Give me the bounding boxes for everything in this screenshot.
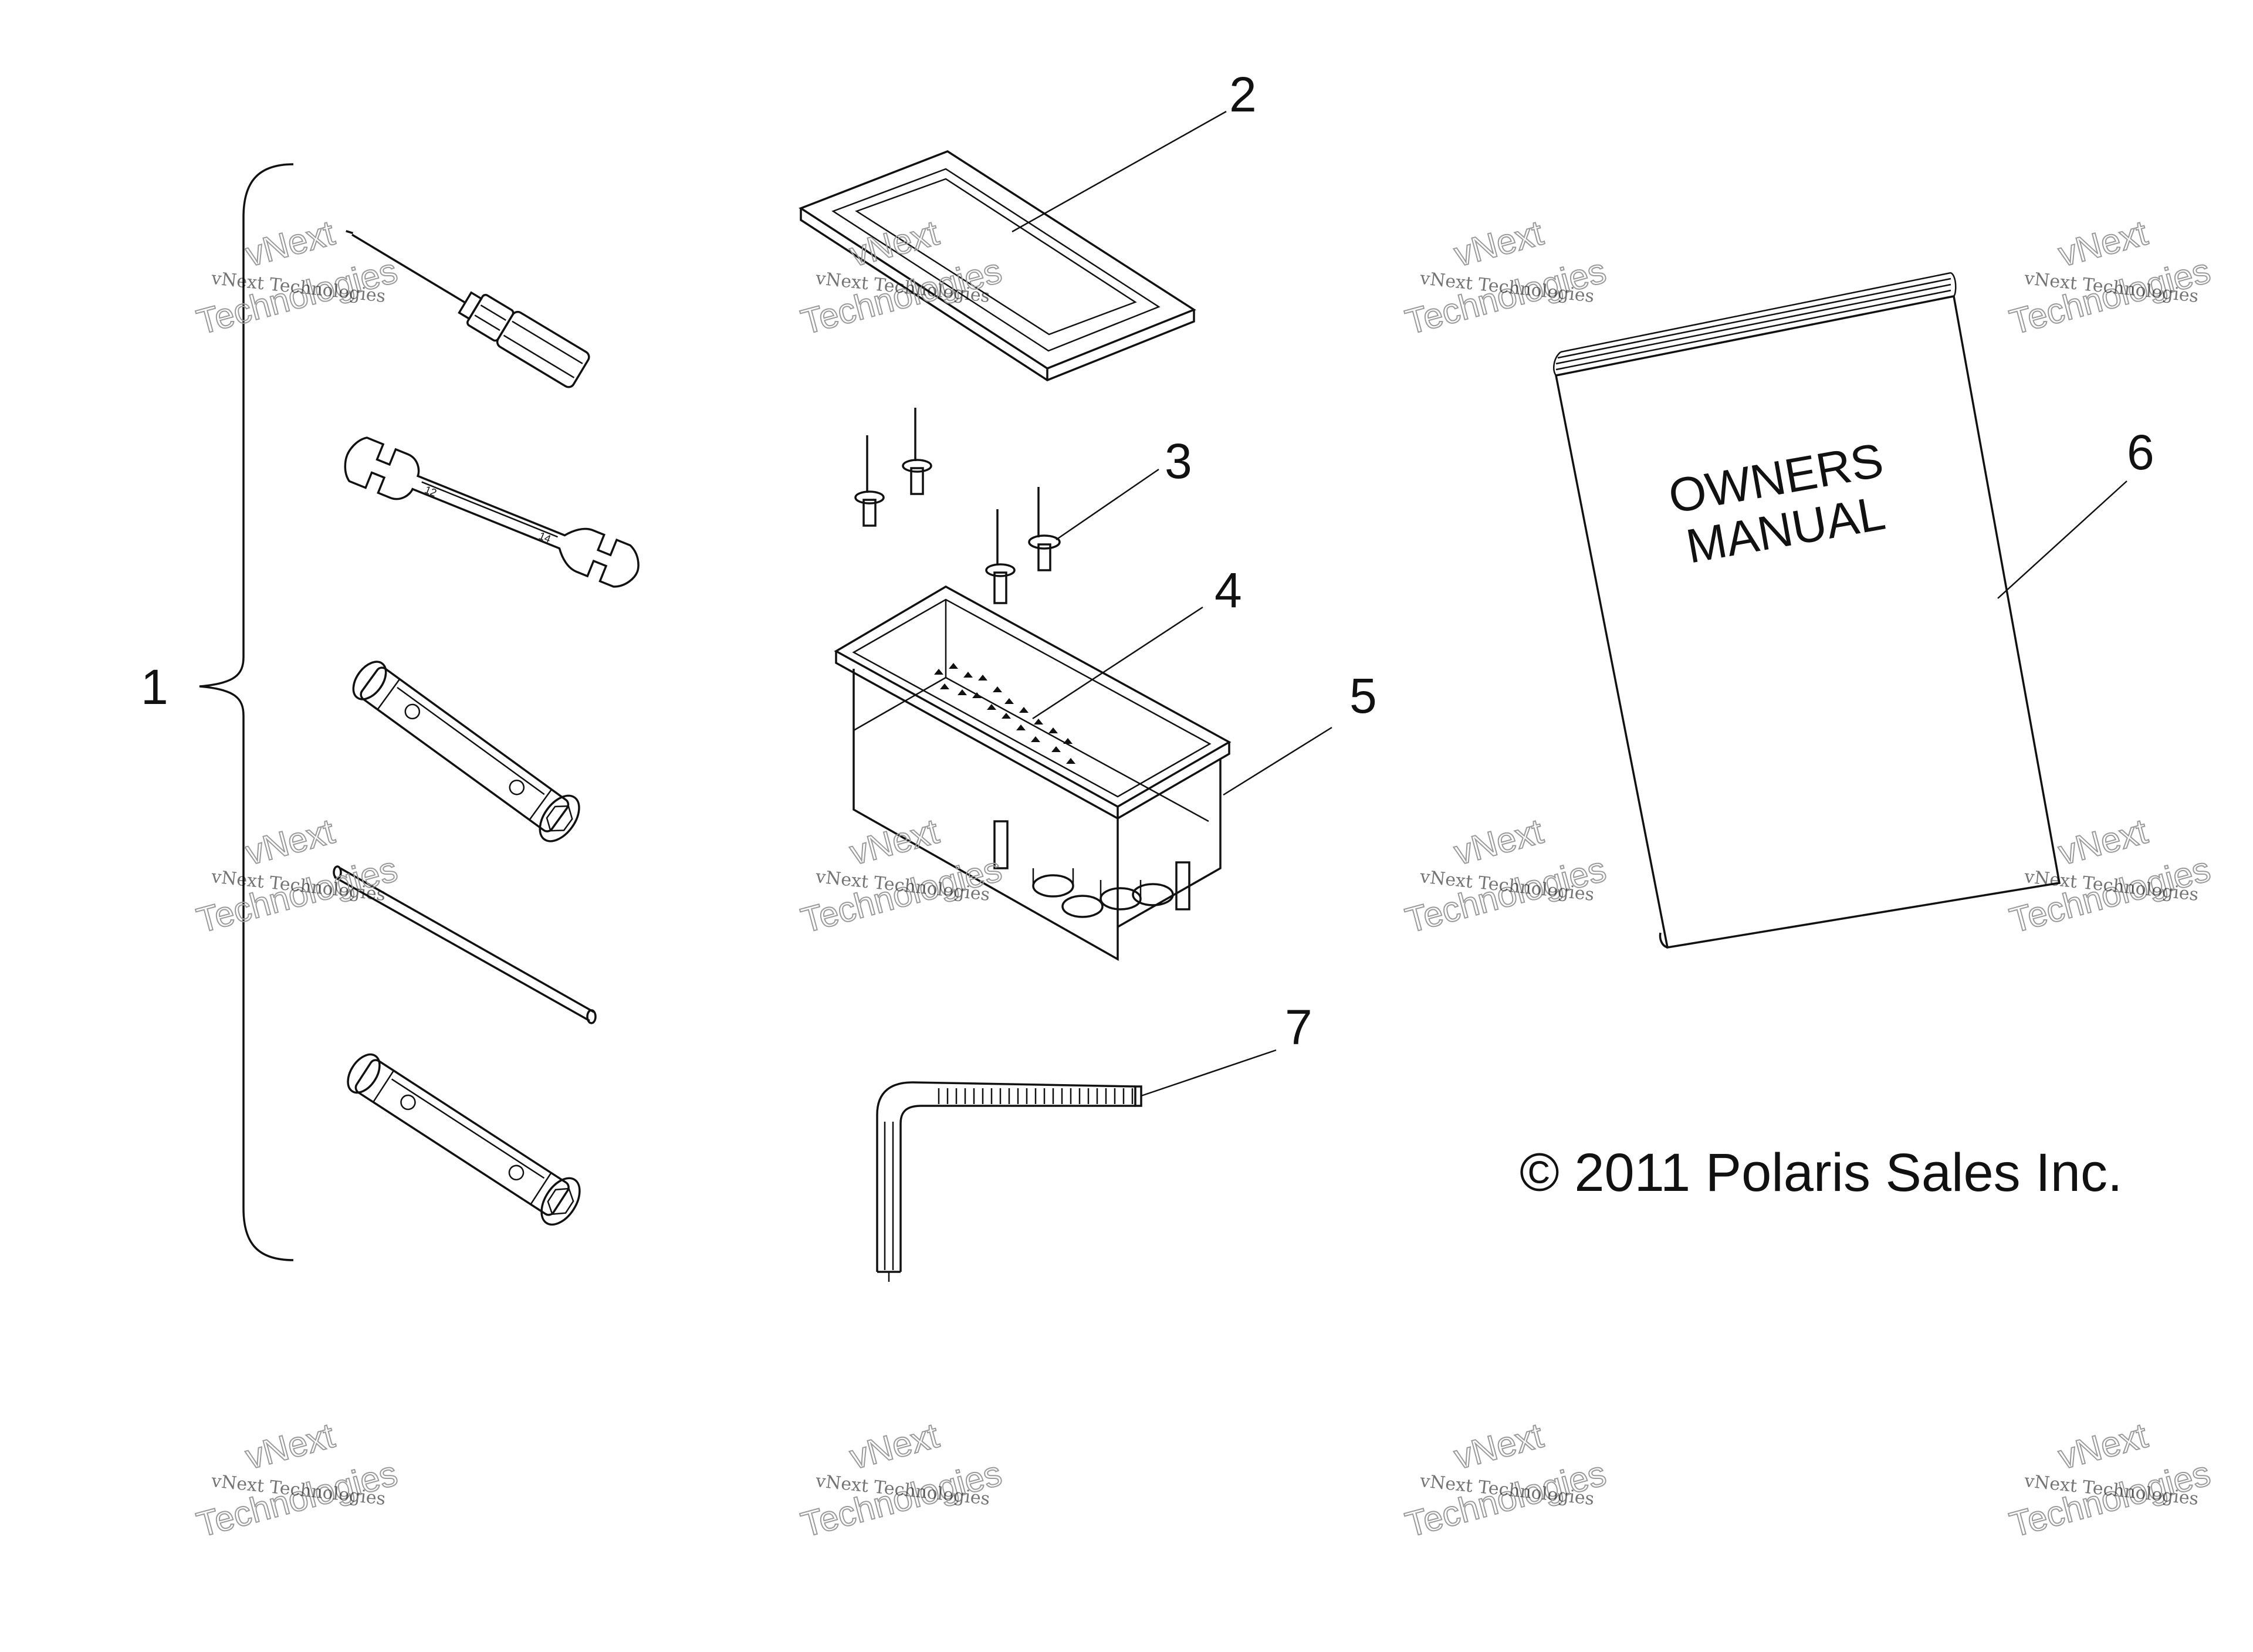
screwdriver xyxy=(346,230,590,388)
watermark-overlay: vNext xyxy=(241,1416,339,1477)
tube-wrench-lower xyxy=(347,1053,581,1226)
open-end-wrench: 12 14 xyxy=(344,436,640,588)
leader-4 xyxy=(1032,606,1203,720)
watermark-overlay: vNext xyxy=(2054,213,2151,274)
storage-box xyxy=(834,585,1232,962)
box-holes xyxy=(934,663,1075,764)
callout-6: 6 xyxy=(2127,425,2154,480)
label-plate xyxy=(799,150,1196,381)
leader-2 xyxy=(1012,110,1227,233)
callout-3: 3 xyxy=(1165,434,1192,489)
tube-wrench-upper xyxy=(352,661,580,842)
rivet-d xyxy=(1028,487,1061,571)
svg-text:12: 12 xyxy=(423,483,438,499)
watermark-overlay: vNext xyxy=(2054,811,2151,872)
tool-kit-brace xyxy=(199,163,294,1261)
watermark-overlay: vNext xyxy=(1450,213,1547,274)
watermark-overlay: vNext xyxy=(1450,811,1547,872)
watermark-overlay: vNext xyxy=(845,213,943,274)
leader-7 xyxy=(1141,1049,1277,1097)
leader-6 xyxy=(1997,480,2127,599)
rod xyxy=(333,865,597,1024)
watermark-overlay: vNext xyxy=(241,811,339,872)
leader-5 xyxy=(1223,726,1332,796)
rivet-a xyxy=(854,435,885,527)
callout-7: 7 xyxy=(1285,1000,1312,1055)
hex-key xyxy=(876,1081,1142,1282)
watermark-overlay: vNext xyxy=(1450,1416,1547,1477)
owners-manual: OWNERS MANUAL xyxy=(1553,272,2061,949)
watermark-overlay: vNext xyxy=(845,1416,943,1477)
copyright-text: © 2011 Polaris Sales Inc. xyxy=(1520,1143,2123,1203)
rivet-c xyxy=(985,509,1016,604)
watermark-overlay: vNext xyxy=(2054,1416,2151,1477)
watermark-overlay: vNext xyxy=(241,213,339,274)
callout-2: 2 xyxy=(1229,67,1257,122)
callout-1: 1 xyxy=(141,659,168,715)
rivet-b xyxy=(902,408,932,495)
leader-3 xyxy=(1056,468,1159,541)
callout-4: 4 xyxy=(1215,563,1242,618)
watermark-overlay: vNext xyxy=(845,811,943,872)
svg-text:14: 14 xyxy=(537,530,553,545)
callout-5: 5 xyxy=(1349,668,1377,723)
